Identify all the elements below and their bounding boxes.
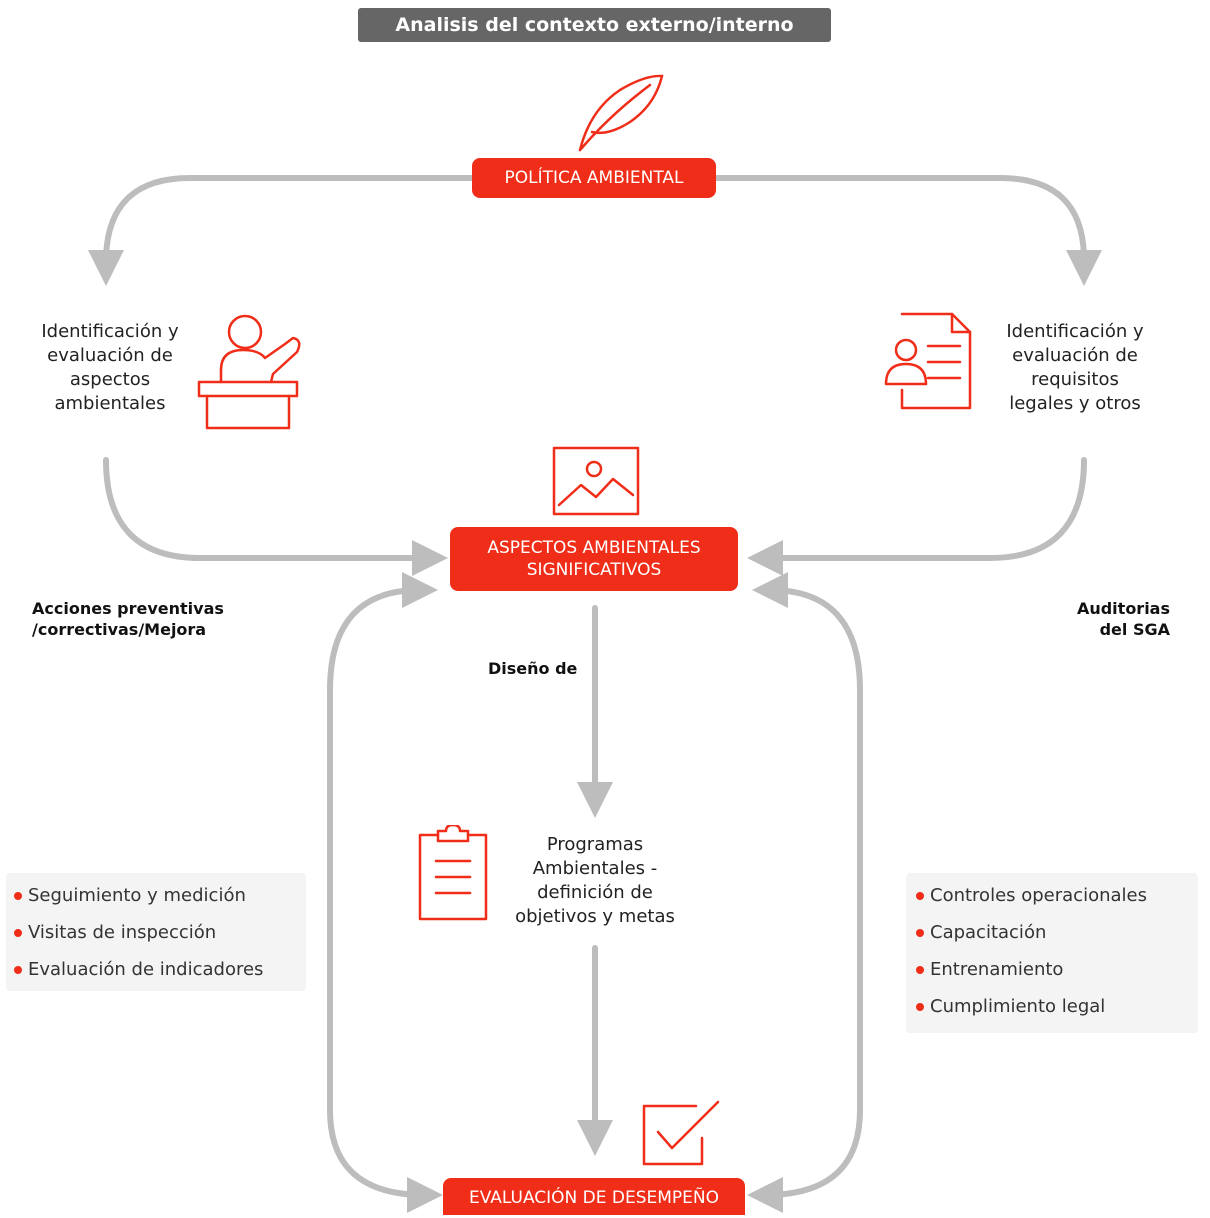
list-item: Capacitación xyxy=(912,914,1198,951)
list-item: Entrenamiento xyxy=(912,951,1198,988)
list-item: Seguimiento y medición xyxy=(10,877,306,914)
document-person-icon xyxy=(884,312,972,410)
arrow-right-loop-down xyxy=(747,897,863,1213)
arrow-right-loop-up xyxy=(752,572,863,903)
arrow-politica-to-left xyxy=(88,175,475,286)
list-item: Visitas de inspección xyxy=(10,914,306,951)
arrow-left-to-aspectos xyxy=(103,457,448,576)
feather-icon xyxy=(578,74,664,152)
left-aspectos-text: Identificación y evaluación de aspectos … xyxy=(41,321,179,414)
list-item: Controles operacionales xyxy=(912,877,1198,914)
image-icon xyxy=(552,446,640,516)
context-banner: Analisis del contexto externo/interno xyxy=(358,8,831,42)
arrow-left-loop-up xyxy=(327,572,438,903)
left-monitoring-panel: Seguimiento y medición Visitas de inspec… xyxy=(6,873,306,991)
list-item: Cumplimiento legal xyxy=(912,988,1198,1025)
diseno-label: Diseño de xyxy=(488,659,578,678)
acciones-label: Acciones preventivas /correctivas/Mejora xyxy=(32,599,224,639)
checkbox-icon xyxy=(642,1100,720,1166)
evaluacion-desempeno-box: EVALUACIÓN DE DESEMPEÑO xyxy=(443,1178,745,1215)
list-item: Evaluación de indicadores xyxy=(10,951,306,988)
clipboard-icon xyxy=(418,825,488,921)
aspectos-significativos-box: ASPECTOS AMBIENTALES SIGNIFICATIVOS xyxy=(450,527,738,591)
arrow-right-to-aspectos xyxy=(747,457,1087,576)
programas-text: Programas Ambientales - definición de ob… xyxy=(515,834,675,927)
right-controls-panel: Controles operacionales Capacitación Ent… xyxy=(906,873,1198,1033)
auditorias-label: Auditorias del SGA xyxy=(1076,599,1170,639)
right-requisitos-text: Identificación y evaluación de requisito… xyxy=(1006,321,1144,414)
speaker-icon xyxy=(197,314,301,430)
arrow-left-loop-down xyxy=(327,897,443,1213)
arrow-politica-to-right xyxy=(713,175,1102,286)
politica-ambiental-box: POLÍTICA AMBIENTAL xyxy=(472,158,716,198)
